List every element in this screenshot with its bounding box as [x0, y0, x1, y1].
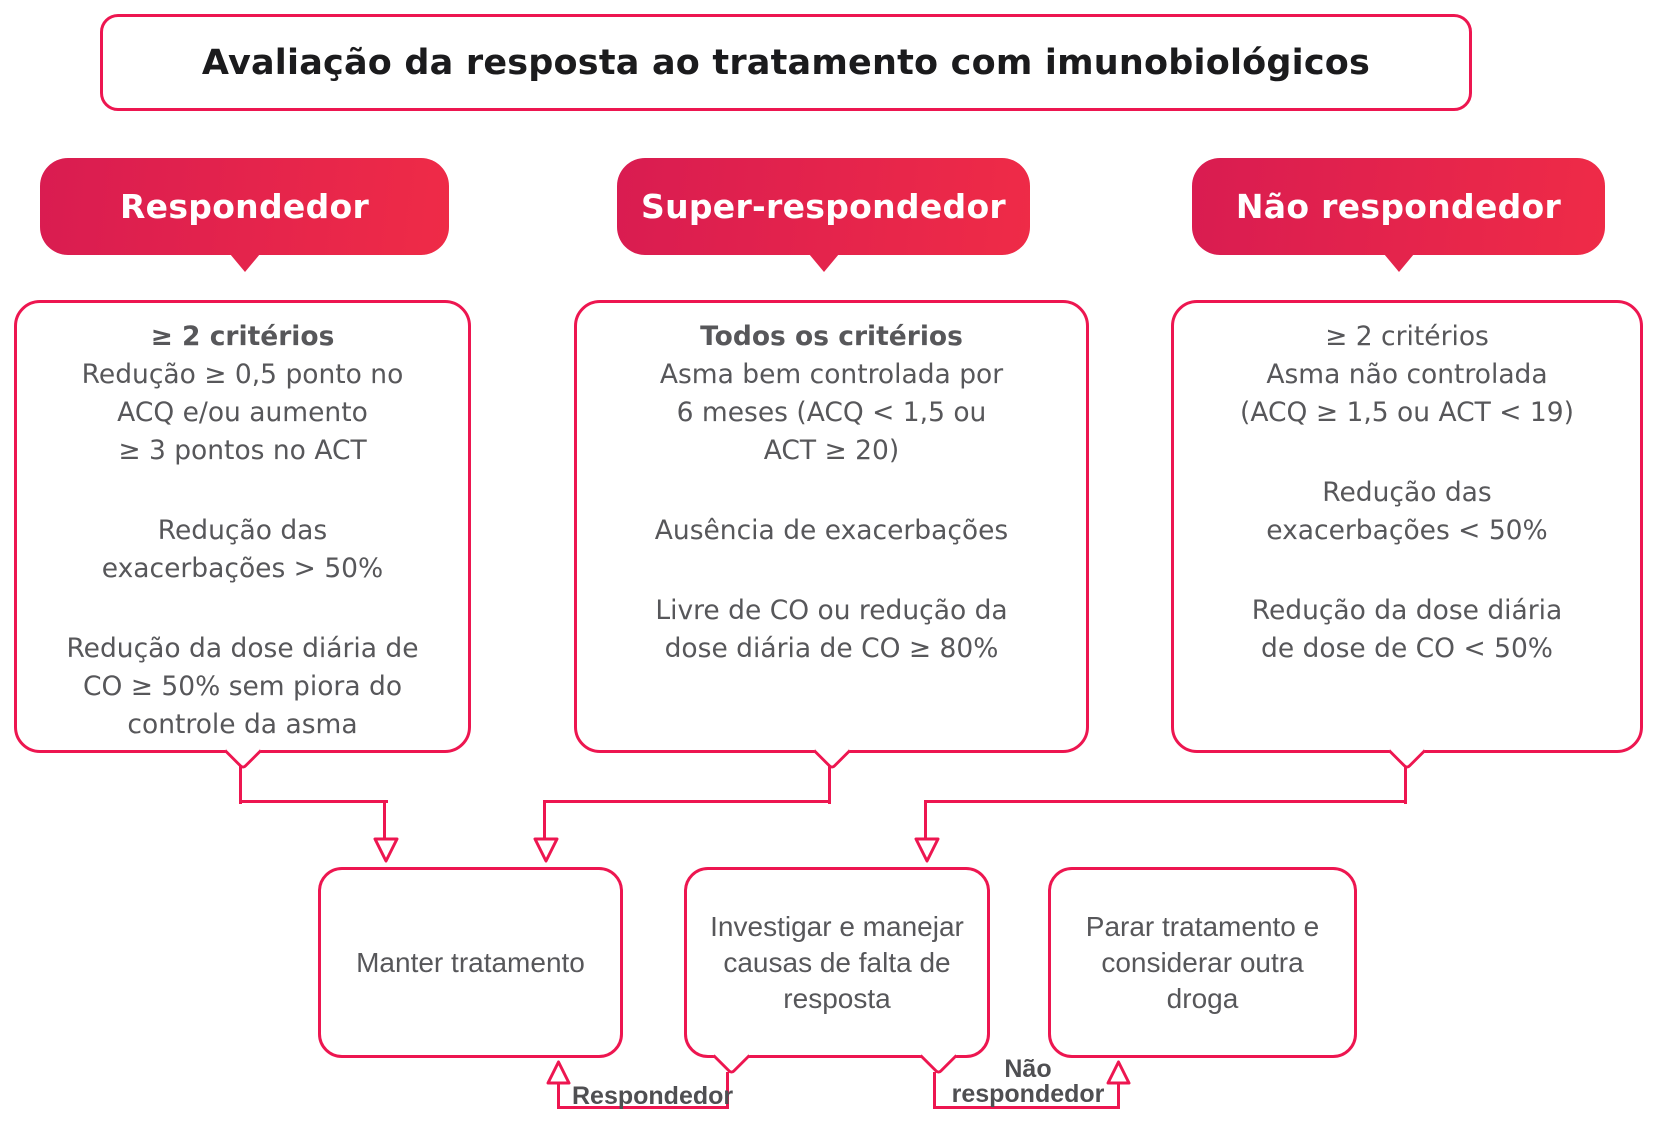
page-title: Avaliação da resposta ao tratamento com …	[201, 42, 1371, 83]
badge-respondedor-label: Respondedor	[119, 187, 370, 226]
criteria-block: Ausência de exacerbações	[654, 515, 1009, 546]
connector-line	[239, 800, 388, 803]
connector-line	[1117, 1082, 1120, 1109]
connector-line	[828, 766, 831, 804]
criteria-box-respondedor: ≥ 2 critérios Redução ≥ 0,5 ponto no ACQ…	[14, 300, 471, 771]
action-label: Investigar e manejar causas de falta de …	[710, 910, 964, 1014]
connector-line	[924, 800, 1407, 803]
speech-tail-icon	[712, 1037, 751, 1076]
badge-respondedor: Respondedor	[40, 158, 449, 272]
criteria-block: Redução das exacerbações < 50%	[1266, 477, 1548, 546]
criteria-box-nao-respondedor: ≥ 2 critérios Asma não controlada (ACQ ≥…	[1171, 300, 1643, 771]
action-label: Manter tratamento	[356, 946, 585, 978]
criteria-block: Redução da dose diária de dose de CO < 5…	[1251, 595, 1563, 664]
action-box-parar-tratamento: Parar tratamento e considerar outra drog…	[1048, 867, 1357, 1058]
criteria-box-super-respondedor: Todos os critérios Asma bem controlada p…	[574, 300, 1089, 771]
badge-super-respondedor-label: Super-respondedor	[641, 187, 1006, 226]
criteria-heading: ≥ 2 critérios	[1325, 321, 1489, 352]
action-box-investigar-causas: Investigar e manejar causas de falta de …	[684, 867, 990, 1076]
badge-super-respondedor: Super-respondedor	[617, 158, 1030, 272]
connector-line	[933, 1106, 1120, 1109]
connector-line	[726, 1072, 729, 1109]
action-label: Parar tratamento e considerar outra drog…	[1085, 910, 1320, 1014]
badge-tail-pointer-icon	[808, 254, 839, 272]
badge-nao-respondedor-label: Não respondedor	[1235, 187, 1562, 226]
speech-tail-icon	[812, 732, 851, 771]
criteria-block: Redução das exacerbações > 50%	[101, 515, 384, 584]
criteria-block: Livre de CO ou redução da dose diária de…	[655, 595, 1008, 664]
criteria-heading: ≥ 2 critérios	[150, 321, 335, 352]
arrow-up-icon	[546, 1060, 571, 1085]
connector-line	[933, 1072, 936, 1109]
criteria-block: Redução da dose diária de CO ≥ 50% sem p…	[66, 633, 419, 740]
connector-line	[543, 800, 546, 838]
arrow-up-icon	[1106, 1060, 1131, 1085]
criteria-heading: Todos os critérios	[700, 321, 963, 352]
connector-line	[557, 1082, 560, 1109]
badge-nao-respondedor: Não respondedor	[1192, 158, 1605, 272]
arrow-down-icon	[914, 837, 940, 863]
connector-line	[924, 800, 927, 838]
connector-line	[544, 800, 831, 803]
criteria-block: Redução ≥ 0,5 ponto no ACQ e/ou aumento …	[81, 359, 404, 466]
connector-line	[557, 1106, 729, 1109]
criteria-block: Asma não controlada (ACQ ≥ 1,5 ou ACT < …	[1240, 359, 1574, 428]
arrow-down-icon	[373, 837, 399, 863]
action-box-manter-tratamento: Manter tratamento	[318, 867, 623, 1058]
connector-line	[1404, 766, 1407, 804]
arrow-down-icon	[533, 837, 559, 863]
connector-line	[239, 766, 242, 804]
connector-line	[383, 800, 386, 838]
title-box: Avaliação da resposta ao tratamento com …	[100, 14, 1472, 111]
edge-label-respondedor: Respondedor	[572, 1082, 734, 1110]
speech-tail-icon	[1387, 732, 1427, 771]
criteria-block: Asma bem controlada por 6 meses (ACQ < 1…	[659, 359, 1004, 466]
badge-tail-pointer-icon	[229, 254, 260, 272]
edge-label-nao-respondedor: Não respondedor	[951, 1055, 1105, 1108]
badge-tail-pointer-icon	[1383, 254, 1414, 272]
